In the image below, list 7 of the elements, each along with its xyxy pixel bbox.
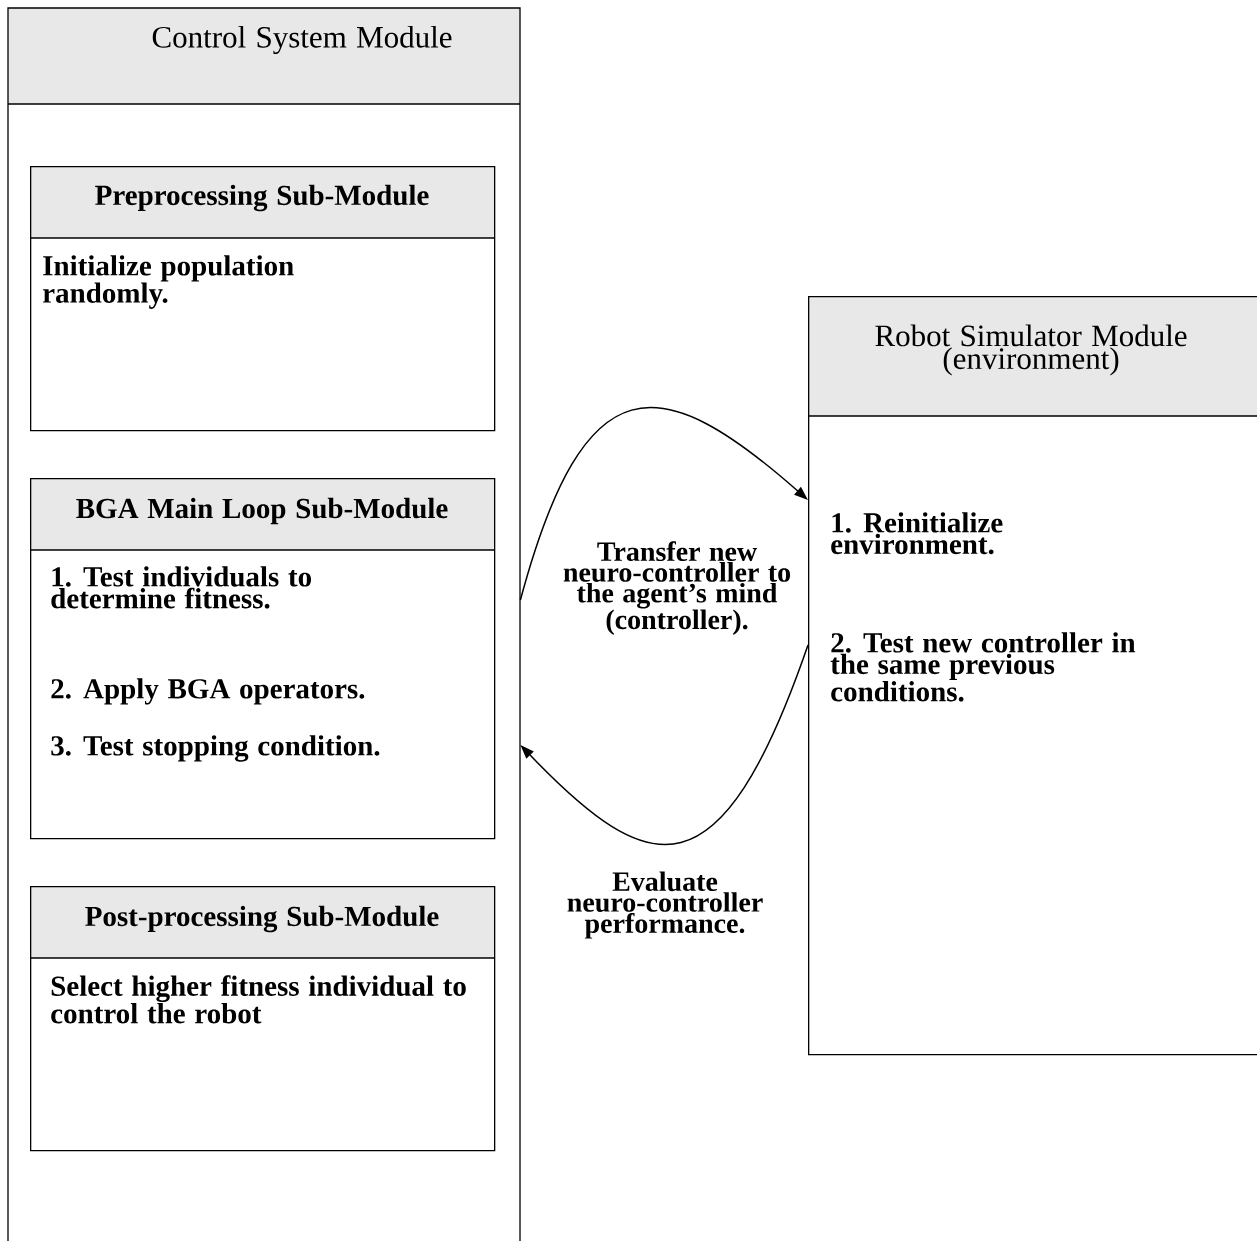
sub-module-box: BGA Main Loop Sub-Module 1. Test individuals to determine fitness. 2. Apply BGA operators. 3. Test stopping condition. [29,478,496,840]
sub-module-box: Post-processing Sub-Module Select higher fitness individual to control the robot [29,886,496,1152]
module-box: Robot Simulator Module (environment) 1. Reinitialize environment. 2. Test new controller in the same previous conditions. [807,296,1257,1056]
arrow [519,406,808,601]
edge-label: Transfer new neuro-controller to the agent’s mind (controller). [557,540,797,636]
sub-module-box: Preprocessing Sub-Module Initialize population randomly. [29,166,496,432]
edge-label: Evaluate neuro-controller performance. [545,870,785,940]
